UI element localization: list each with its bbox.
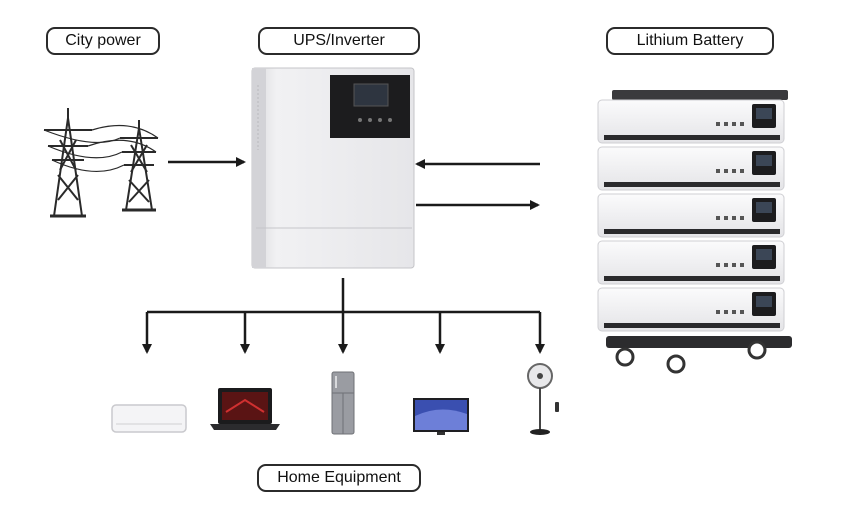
standing-fan-icon bbox=[527, 363, 559, 435]
television-icon bbox=[413, 398, 469, 435]
air-conditioner-icon bbox=[111, 404, 187, 433]
distribution-arrows bbox=[142, 278, 545, 354]
battery-stack-icon bbox=[597, 90, 792, 374]
battery-module bbox=[597, 99, 785, 144]
city-power-label: City power bbox=[46, 27, 160, 55]
battery-module bbox=[597, 146, 785, 191]
home-equipment-label: Home Equipment bbox=[257, 464, 421, 492]
laptop-icon bbox=[210, 388, 280, 430]
inverter-unit-icon bbox=[251, 67, 415, 269]
refrigerator-icon bbox=[331, 371, 355, 435]
battery-module bbox=[597, 287, 785, 332]
battery-module bbox=[597, 240, 785, 285]
ups-inverter-label: UPS/Inverter bbox=[258, 27, 420, 55]
battery-module bbox=[597, 193, 785, 238]
lithium-battery-label: Lithium Battery bbox=[606, 27, 774, 55]
transmission-tower-icon bbox=[43, 108, 159, 218]
